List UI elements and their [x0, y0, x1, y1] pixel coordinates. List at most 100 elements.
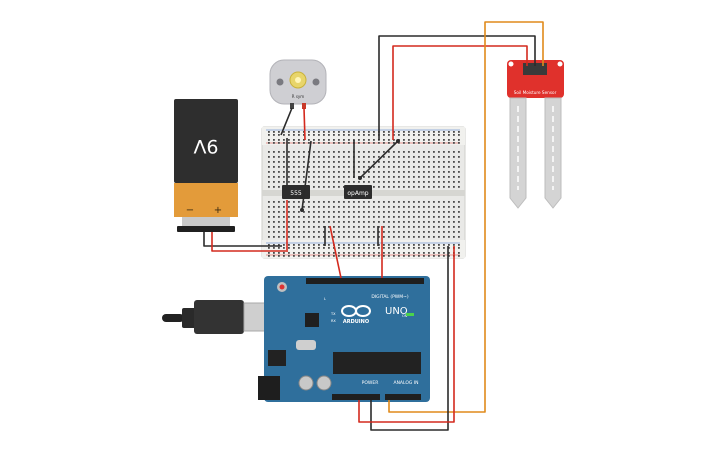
breadboard-hole: [433, 134, 435, 136]
breadboard-hole: [323, 186, 325, 188]
chip-555[interactable]: 555: [282, 185, 310, 199]
breadboard[interactable]: 555 opAmp: [261, 126, 466, 259]
breadboard-hole: [403, 226, 405, 228]
breadboard-hole: [428, 134, 430, 136]
breadboard-hole: [393, 139, 395, 141]
breadboard-hole: [388, 226, 390, 228]
wire-sensor-red[interactable]: [392, 45, 528, 140]
breadboard-hole: [288, 139, 290, 141]
wire-battery-positive[interactable]: [211, 232, 286, 252]
breadboard-hole: [423, 201, 425, 203]
wire-arduino-power[interactable]: [358, 246, 455, 423]
breadboard-hole: [293, 252, 295, 254]
breadboard-hole: [338, 236, 340, 238]
breadboard-hole: [308, 231, 310, 233]
breadboard-hole: [348, 201, 350, 203]
breadboard-hole: [323, 255, 325, 257]
breadboard-hole: [323, 211, 325, 213]
breadboard-hole: [308, 211, 310, 213]
chip-opamp[interactable]: opAmp: [344, 185, 372, 199]
breadboard-hole: [433, 206, 435, 208]
wire-jumper-6[interactable]: [359, 140, 399, 179]
breadboard-hole: [363, 244, 365, 246]
breadboard-hole: [273, 176, 275, 178]
breadboard-hole: [443, 161, 445, 163]
breadboard-hole: [408, 226, 410, 228]
breadboard-hole: [368, 255, 370, 257]
breadboard-hole: [378, 255, 380, 257]
breadboard-hole: [383, 226, 385, 228]
wire-sensor-orange[interactable]: [388, 21, 544, 413]
breadboard-hole: [443, 139, 445, 141]
breadboard-hole: [443, 181, 445, 183]
breadboard-hole: [398, 131, 400, 133]
breadboard-hole: [303, 226, 305, 228]
breadboard-hole: [348, 151, 350, 153]
breadboard-hole: [418, 211, 420, 213]
wire-motor-black[interactable]: [280, 107, 293, 136]
wire-junctions: [300, 139, 400, 212]
breadboard-hole: [438, 186, 440, 188]
breadboard-hole: [318, 142, 320, 144]
breadboard-hole: [453, 131, 455, 133]
breadboard-hole: [428, 156, 430, 158]
breadboard-hole: [388, 247, 390, 249]
breadboard-hole: [393, 201, 395, 203]
breadboard-hole: [363, 181, 365, 183]
breadboard-hole: [338, 206, 340, 208]
breadboard-hole: [373, 226, 375, 228]
breadboard-hole: [278, 151, 280, 153]
wire-arduino-digital-1[interactable]: [329, 225, 342, 279]
wire-battery-negative[interactable]: [203, 232, 282, 247]
breadboard-hole: [373, 142, 375, 144]
breadboard-hole: [358, 252, 360, 254]
dc-motor[interactable]: R sym: [269, 59, 327, 109]
breadboard-hole: [303, 216, 305, 218]
wire-sensor-black[interactable]: [378, 35, 536, 140]
breadboard-hole: [278, 206, 280, 208]
breadboard-hole: [323, 171, 325, 173]
breadboard-hole: [413, 244, 415, 246]
breadboard-hole: [268, 181, 270, 183]
breadboard-hole: [303, 221, 305, 223]
wire-motor-red[interactable]: [303, 107, 306, 141]
breadboard-hole: [338, 252, 340, 254]
breadboard-hole: [348, 226, 350, 228]
breadboard-hole: [398, 201, 400, 203]
breadboard-hole: [383, 156, 385, 158]
breadboard-hole: [348, 231, 350, 233]
breadboard-hole: [423, 244, 425, 246]
breadboard-hole: [283, 247, 285, 249]
wires[interactable]: [203, 21, 544, 431]
breadboard-hole: [383, 244, 385, 246]
arduino-uno[interactable]: DIGITAL (PWM~) UNO ARDUINO TX RX ON L PO…: [258, 276, 430, 402]
breadboard-hole: [453, 166, 455, 168]
breadboard-hole: [443, 252, 445, 254]
breadboard-hole: [283, 231, 285, 233]
breadboard-hole: [278, 176, 280, 178]
breadboard-hole: [273, 131, 275, 133]
soil-moisture-sensor[interactable]: Soil Moisture Sensor: [507, 60, 564, 209]
wire-jumper-2[interactable]: [301, 140, 312, 211]
breadboard-hole: [288, 206, 290, 208]
breadboard-hole: [368, 142, 370, 144]
breadboard-hole: [423, 156, 425, 158]
breadboard-hole: [363, 247, 365, 249]
breadboard-hole: [388, 206, 390, 208]
breadboard-hole: [373, 211, 375, 213]
breadboard-hole: [293, 131, 295, 133]
breadboard-hole: [433, 186, 435, 188]
breadboard-hole: [303, 156, 305, 158]
breadboard-hole: [303, 252, 305, 254]
wire-arduino-ground[interactable]: [370, 246, 449, 431]
breadboard-hole: [273, 211, 275, 213]
breadboard-hole: [343, 247, 345, 249]
breadboard-hole: [283, 139, 285, 141]
breadboard-hole: [403, 244, 405, 246]
battery-9v[interactable]: 9V − +: [174, 99, 238, 232]
breadboard-hole: [278, 131, 280, 133]
breadboard-hole: [433, 171, 435, 173]
breadboard-hole: [408, 211, 410, 213]
breadboard-hole: [458, 236, 460, 238]
